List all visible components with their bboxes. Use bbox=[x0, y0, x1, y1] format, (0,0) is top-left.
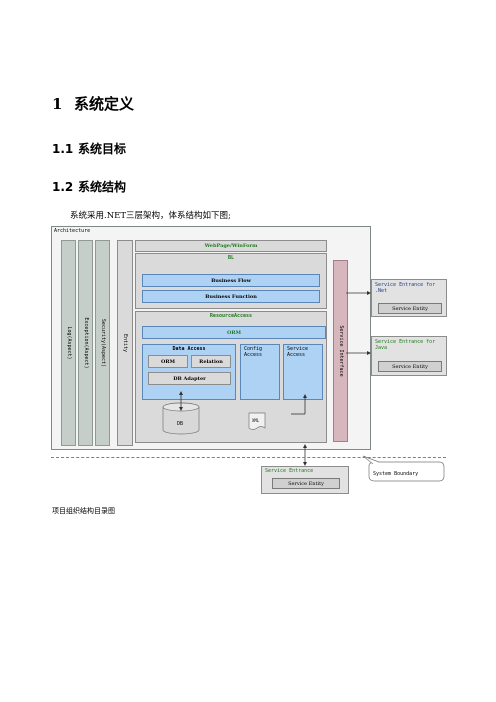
service-entrance-java-label: Service Entrance for Java bbox=[375, 339, 436, 351]
system-boundary-line bbox=[51, 457, 446, 458]
service-entity-bottom: Service Entity bbox=[272, 478, 340, 489]
service-entity-net: Service Entity bbox=[378, 303, 442, 314]
diagram-arrows bbox=[179, 291, 371, 466]
heading-1-number: 1 bbox=[52, 95, 63, 113]
data-access-label: Data Access bbox=[172, 346, 206, 352]
orm-bar: ORM bbox=[142, 326, 326, 339]
service-entrance-bottom: Service Entrance Service Entity bbox=[261, 466, 349, 494]
service-entrance-net: Service Entrance for .Net Service Entity bbox=[371, 279, 447, 317]
architecture-diagram: Architecture Log(Aspect) Exception(Aspec… bbox=[51, 226, 447, 494]
bl-label: BL bbox=[227, 255, 235, 261]
heading-1-1-text: 系统目标 bbox=[78, 142, 127, 156]
security-aspect-column: Security(Aspect) bbox=[95, 240, 110, 446]
heading-1-2-number: 1.2 bbox=[52, 180, 74, 194]
orm-box: ORM bbox=[148, 355, 188, 368]
entity-column: Entity bbox=[117, 240, 133, 446]
heading-1-text: 系统定义 bbox=[74, 95, 135, 113]
heading-1-1-number: 1.1 bbox=[52, 142, 74, 156]
system-boundary-callout bbox=[362, 455, 445, 482]
service-access-box: Service Access bbox=[283, 344, 323, 400]
heading-1-2-text: 系统结构 bbox=[78, 180, 127, 194]
service-entrance-java: Service Entrance for Java Service Entity bbox=[371, 336, 447, 376]
business-flow-box: Business Flow bbox=[142, 274, 320, 287]
body-paragraph: 系统采用.NET三层架构，体系结构如下图; bbox=[70, 211, 231, 221]
db-adapter-box: DB Adapter bbox=[148, 372, 231, 385]
heading-1-1: 1.1 系统目标 bbox=[52, 140, 126, 157]
service-entity-java: Service Entity bbox=[378, 361, 442, 372]
exception-aspect-column: Exception(Aspect) bbox=[78, 240, 93, 446]
xml-label: XML bbox=[252, 418, 260, 423]
db-label: DB bbox=[177, 421, 184, 427]
db-cylinder-icon bbox=[162, 402, 200, 435]
figure-caption: 项目组织结构目录图 bbox=[52, 507, 115, 515]
system-boundary-label: System Boundary bbox=[373, 471, 419, 477]
business-function-box: Business Function bbox=[142, 290, 320, 303]
heading-1: 1 系统定义 bbox=[52, 93, 134, 114]
log-aspect-column: Log(Aspect) bbox=[61, 240, 76, 446]
bl-layer: BL Business Flow Business Function bbox=[135, 253, 327, 309]
config-access-box: Config Access bbox=[240, 344, 280, 400]
webpage-winform-layer: WebPage/WinForm bbox=[135, 240, 327, 252]
service-entrance-bottom-label: Service Entrance bbox=[265, 468, 314, 474]
relation-box: Relation bbox=[191, 355, 231, 368]
service-interface-column: Service Interface bbox=[333, 260, 348, 442]
heading-1-2: 1.2 系统结构 bbox=[52, 178, 126, 195]
data-access-box: Data Access ORM Relation DB Adapter bbox=[142, 344, 236, 400]
resource-access-label: ResourceAccess bbox=[209, 313, 253, 319]
architecture-label: Architecture bbox=[54, 228, 91, 234]
service-access-label: Service Access bbox=[287, 346, 309, 358]
config-access-label: Config Access bbox=[244, 346, 263, 358]
service-entrance-net-label: Service Entrance for .Net bbox=[375, 282, 436, 294]
xml-document-icon bbox=[248, 412, 266, 430]
